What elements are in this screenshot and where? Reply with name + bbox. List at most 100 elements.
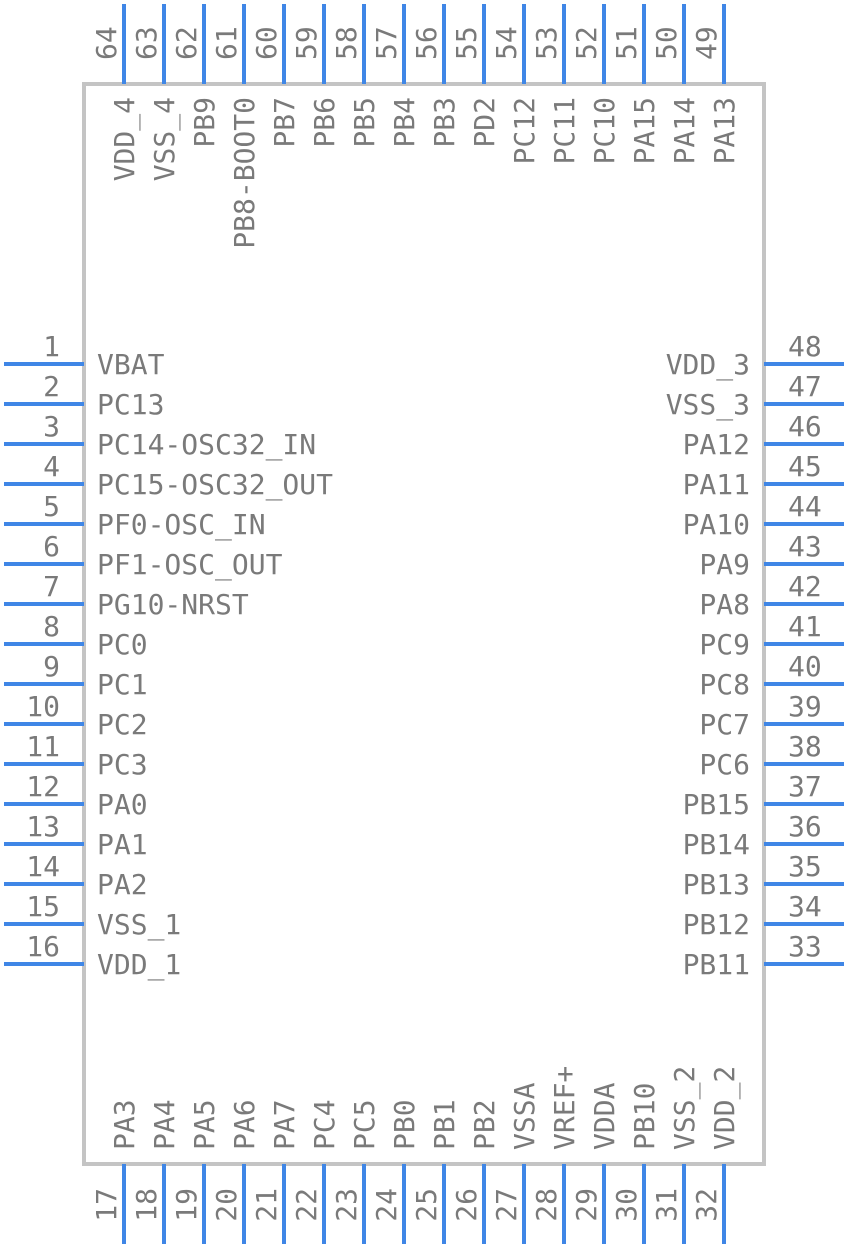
pin-number: 52 — [570, 26, 603, 60]
pin-number: 36 — [788, 810, 822, 843]
pin-number: 33 — [788, 930, 822, 963]
pin-number: 2 — [43, 370, 60, 403]
pin-label-pa6: PA6 — [228, 1099, 261, 1150]
pin-number: 12 — [26, 770, 60, 803]
pin-number: 64 — [90, 26, 123, 60]
pin-label-pb5: PB5 — [348, 97, 381, 148]
pin-label-pb14: PB14 — [683, 828, 750, 861]
pin-number: 13 — [26, 810, 60, 843]
pin-label-pb12: PB12 — [683, 908, 750, 941]
pin-label-vdd-3: VDD_3 — [666, 348, 750, 382]
pin-label-pg10-nrst: PG10-NRST — [97, 588, 249, 621]
pin-label-pc3: PC3 — [97, 748, 148, 781]
pin-label-pc0: PC0 — [97, 628, 148, 661]
pin-number: 30 — [610, 1188, 643, 1222]
pin-number: 58 — [330, 26, 363, 60]
pin-label-pb2: PB2 — [468, 1099, 501, 1150]
pin-label-pb4: PB4 — [388, 97, 421, 148]
pin-number: 41 — [788, 610, 822, 643]
pin-label-pb15: PB15 — [683, 788, 750, 821]
pin-label-pc6: PC6 — [699, 748, 750, 781]
pin-label-pc7: PC7 — [699, 708, 750, 741]
pin-number: 31 — [650, 1188, 683, 1222]
pin-label-pa10: PA10 — [683, 508, 750, 541]
pin-label-pb11: PB11 — [683, 948, 750, 981]
pin-label-pb10: PB10 — [628, 1083, 661, 1150]
pin-number: 22 — [290, 1188, 323, 1222]
pin-number: 50 — [650, 26, 683, 60]
pin-label-vref: VREF+ — [548, 1066, 581, 1150]
pin-label-pa7: PA7 — [268, 1099, 301, 1150]
pin-number: 60 — [250, 26, 283, 60]
pin-number: 34 — [788, 890, 822, 923]
pin-number: 53 — [530, 26, 563, 60]
pin-label-pb0: PB0 — [388, 1099, 421, 1150]
pin-number: 9 — [43, 650, 60, 683]
pin-number: 25 — [410, 1188, 443, 1222]
pin-number: 10 — [26, 690, 60, 723]
pin-label-pc5: PC5 — [348, 1099, 381, 1150]
pin-number: 5 — [43, 490, 60, 523]
pin-label-pa4: PA4 — [148, 1099, 181, 1150]
pin-label-pb13: PB13 — [683, 868, 750, 901]
pin-label-vss-1: VSS_1 — [97, 908, 181, 942]
pin-number: 6 — [43, 530, 60, 563]
pin-label-pa15: PA15 — [628, 97, 661, 164]
pin-number: 16 — [26, 930, 60, 963]
pin-label-pb7: PB7 — [268, 97, 301, 148]
pin-label-pc14-osc32-in: PC14-OSC32_IN — [97, 428, 316, 462]
pin-number: 15 — [26, 890, 60, 923]
pin-number: 46 — [788, 410, 822, 443]
pin-number: 39 — [788, 690, 822, 723]
pin-number: 44 — [788, 490, 822, 523]
pin-label-pa0: PA0 — [97, 788, 148, 821]
pin-label-vbat: VBAT — [97, 348, 165, 381]
top-pins: 49PA1350PA1451PA1552PC1053PC1154PC1255PD… — [90, 4, 741, 249]
pin-label-vdd-1: VDD_1 — [97, 948, 181, 982]
pin-label-pa2: PA2 — [97, 868, 148, 901]
pin-label-vdd-4: VDD_4 — [108, 97, 142, 181]
pin-number: 28 — [530, 1188, 563, 1222]
pin-number: 57 — [370, 26, 403, 60]
pin-number: 59 — [290, 26, 323, 60]
pin-number: 38 — [788, 730, 822, 763]
pin-label-pc2: PC2 — [97, 708, 148, 741]
pin-number: 26 — [450, 1188, 483, 1222]
pin-number: 42 — [788, 570, 822, 603]
pin-number: 37 — [788, 770, 822, 803]
pin-label-pa1: PA1 — [97, 828, 148, 861]
ic-body — [82, 82, 766, 1166]
pin-label-pc4: PC4 — [308, 1099, 341, 1150]
pin-number: 17 — [90, 1188, 123, 1222]
pin-number: 11 — [26, 730, 60, 763]
pin-number: 14 — [26, 850, 60, 883]
pin-number: 29 — [570, 1188, 603, 1222]
pin-label-vdda: VDDA — [588, 1082, 621, 1150]
pin-number: 1 — [43, 330, 60, 363]
pin-number: 19 — [170, 1188, 203, 1222]
pin-label-vss-4: VSS_4 — [148, 97, 182, 181]
pin-label-pb9: PB9 — [188, 97, 221, 148]
pin-label-pa9: PA9 — [699, 548, 750, 581]
pin-label-vdd-2: VDD_2 — [708, 1066, 742, 1150]
pin-number: 35 — [788, 850, 822, 883]
pin-number: 21 — [250, 1188, 283, 1222]
bottom-pins: 17PA318PA419PA520PA621PA722PC423PC524PB0… — [90, 1066, 742, 1244]
pin-label-pc13: PC13 — [97, 388, 164, 421]
pin-number: 40 — [788, 650, 822, 683]
pin-label-pf0-osc-in: PF0-OSC_IN — [97, 508, 266, 542]
pin-number: 56 — [410, 26, 443, 60]
pin-number: 24 — [370, 1188, 403, 1222]
pin-number: 43 — [788, 530, 822, 563]
pin-number: 45 — [788, 450, 822, 483]
left-pins: 1VBAT2PC133PC14-OSC32_IN4PC15-OSC32_OUT5… — [4, 330, 333, 982]
pin-number: 20 — [210, 1188, 243, 1222]
pin-label-pc11: PC11 — [548, 97, 581, 164]
pin-label-pd2: PD2 — [468, 97, 501, 148]
pin-label-vss-2: VSS_2 — [668, 1066, 702, 1150]
pin-label-pa12: PA12 — [683, 428, 750, 461]
pin-number: 3 — [43, 410, 60, 443]
pin-label-pc12: PC12 — [508, 97, 541, 164]
